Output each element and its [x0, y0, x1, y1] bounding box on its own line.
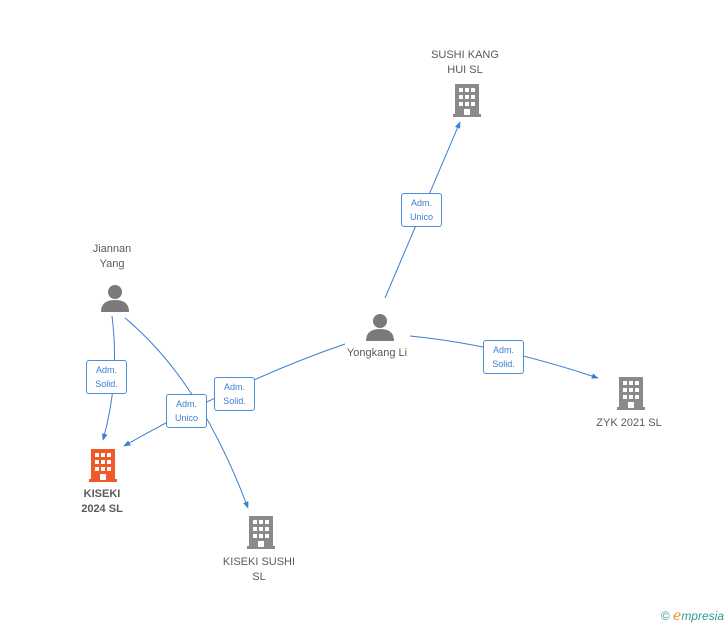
building-icon[interactable] — [247, 516, 275, 549]
edge-label[interactable]: Adm. Unico — [401, 193, 442, 227]
company-name: KISEKI 2024 SL — [81, 488, 123, 515]
edge-label[interactable]: Adm. Unico — [166, 394, 207, 428]
person-icon[interactable] — [366, 314, 394, 341]
node-kiseki-sushi[interactable]: KISEKI SUSHI SL — [209, 555, 309, 585]
building-icon[interactable] — [89, 449, 117, 482]
node-sushi-kang[interactable]: SUSHI KANG HUI SL — [415, 48, 515, 78]
company-name: ZYK 2021 SL — [596, 417, 662, 429]
brand-logo-e: e — [673, 608, 682, 624]
node-kiseki2024[interactable]: KISEKI 2024 SL — [52, 487, 152, 517]
edge-label[interactable]: Adm. Solid. — [214, 377, 255, 411]
node-zyk[interactable]: ZYK 2021 SL — [579, 416, 679, 431]
person-icon[interactable] — [101, 285, 129, 312]
brand-logo-text: mpresia — [681, 609, 724, 623]
copyright-symbol: © — [660, 609, 670, 623]
person-name: Jiannan Yang — [92, 243, 132, 270]
building-icon[interactable] — [617, 377, 645, 410]
company-name: SUSHI KANG HUI SL — [431, 49, 499, 76]
empresia-watermark: © empresia — [661, 608, 724, 624]
node-jiannan[interactable]: Jiannan Yang — [62, 242, 162, 272]
company-name: KISEKI SUSHI SL — [222, 556, 296, 583]
edge-label[interactable]: Adm. Solid. — [86, 360, 127, 394]
person-name: Yongkang Li — [346, 347, 408, 359]
node-yongkang[interactable]: Yongkang Li — [327, 346, 427, 361]
building-icon[interactable] — [453, 84, 481, 117]
edge-label[interactable]: Adm. Solid. — [483, 340, 524, 374]
